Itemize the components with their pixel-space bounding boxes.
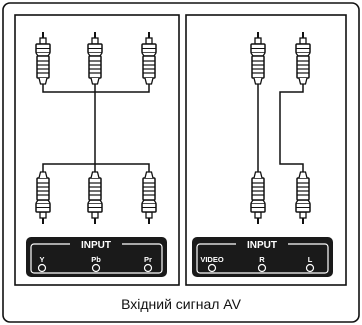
jack-label-pr: Pr <box>144 255 152 264</box>
component-cables <box>42 84 150 172</box>
composite-cables <box>257 84 304 172</box>
jack-pr <box>143 263 153 273</box>
caption: Вхідний сигнал AV <box>121 296 241 312</box>
jack-r <box>257 263 267 273</box>
component-input-title: INPUT <box>81 240 111 251</box>
jack-label-pb: Pb <box>91 255 101 264</box>
jack-pb <box>91 263 101 273</box>
jack-label-l: L <box>308 255 313 264</box>
composite-input-title: INPUT <box>247 240 277 251</box>
composite-input-box: INPUT VIDEO R L <box>192 237 333 277</box>
jack-label-video: VIDEO <box>200 255 224 264</box>
jack-l <box>305 263 315 273</box>
jack-y <box>37 263 47 273</box>
component-input-box: INPUT Y Pb Pr <box>26 237 167 277</box>
jack-label-r: R <box>259 255 265 264</box>
jack-video <box>207 263 217 273</box>
jack-label-y: Y <box>39 255 44 264</box>
